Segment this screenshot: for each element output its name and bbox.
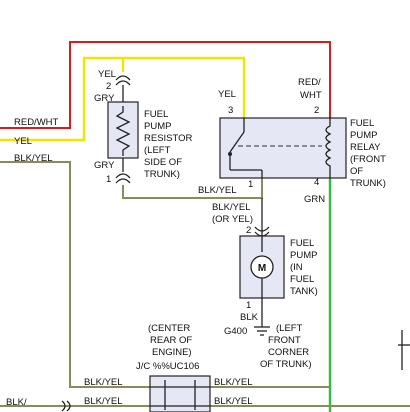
relay-coil <box>325 118 332 178</box>
label-relay-pin1: 1 <box>248 179 253 190</box>
yellow-wire <box>0 56 246 142</box>
red-wire <box>0 41 331 129</box>
label-relay-pin4-wire: GRN <box>304 194 325 205</box>
label-relay-pin2-wire-a: RED/ <box>298 77 321 88</box>
ground-symbol <box>254 320 270 336</box>
label-pump-top-pin: 2 <box>246 225 251 236</box>
label-resistor-bottom-color: GRY <box>94 160 115 171</box>
relay-switch-arm <box>229 131 245 153</box>
resistor-zigzag <box>115 106 131 156</box>
label-resistor-top-pin: 2 <box>106 81 111 92</box>
label-yel-left: YEL <box>14 136 32 147</box>
label-relay-pin1-wire: BLK/YEL <box>198 185 237 196</box>
label-resistor-bottom-pin: 1 <box>106 174 111 185</box>
label-junction-right-wire-1: BLK/YEL <box>214 377 253 388</box>
label-junction-right-wire-2: BLK/YEL <box>214 396 253 407</box>
label-resistor-top-color: GRY <box>94 93 115 104</box>
label-junction-left-wire-2: BLK/YEL <box>84 396 123 407</box>
label-resistor-top-wire: YEL <box>98 69 116 80</box>
label-relay-name: FUEL PUMP RELAY (FRONT OF TRUNK) <box>350 118 388 189</box>
connector-resistor-top <box>115 75 131 102</box>
label-ground-id: G400 <box>224 326 247 337</box>
label-junction-left-wire-1: BLK/YEL <box>84 377 123 388</box>
label-pump-bottom-wire: BLK <box>240 312 259 323</box>
fuel-pump-relay <box>219 117 347 179</box>
connector-resistor-bottom <box>115 158 131 184</box>
connector-left-blk <box>61 400 71 412</box>
label-relay-pin3: 3 <box>228 105 233 116</box>
label-relay-pin3-wire: YEL <box>218 89 236 100</box>
label-resistor-name: FUEL PUMP RESISTOR (LEFT SIDE OF TRUNK) <box>144 109 195 180</box>
label-pump-bottom-pin: 1 <box>246 300 251 311</box>
label-blk-yel-left: BLK/YEL <box>14 153 53 164</box>
junction-internals <box>150 380 210 410</box>
label-relay-pin4: 4 <box>314 177 319 188</box>
label-pump-name: FUEL PUMP (IN FUEL TANK) <box>290 238 320 297</box>
label-pump-top-wire-b: (OR YEL) <box>212 214 253 225</box>
label-blk-left: BLK/ <box>6 397 27 408</box>
blk-yel-wire-left <box>0 161 150 388</box>
pump-motor-symbol: M <box>258 263 266 274</box>
label-ground-location: (LEFT FRONT CORNER OF TRUNK) <box>260 323 312 370</box>
label-junction-id: J/C %%UC106 <box>136 361 199 372</box>
label-junction-location: (CENTER REAR OF ENGINE) <box>148 323 195 358</box>
label-relay-pin2-wire-b: WHT <box>300 90 322 101</box>
label-red-wht-left: RED/WHT <box>14 117 59 128</box>
label-pump-top-wire-a: BLK/YEL <box>212 202 251 213</box>
label-relay-pin2: 2 <box>314 105 319 116</box>
resistor-to-relay-wire <box>122 178 263 199</box>
